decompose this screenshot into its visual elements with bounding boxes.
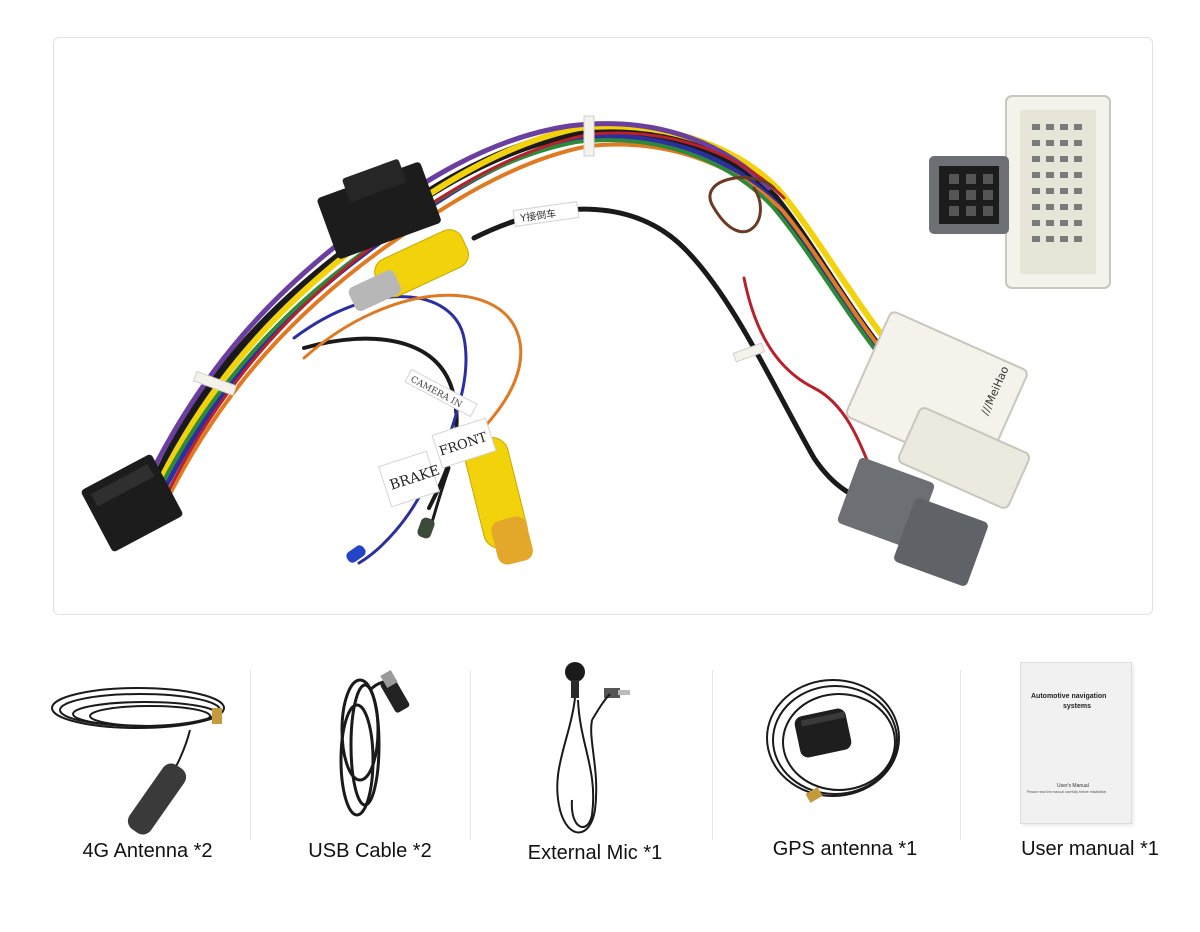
ground-terminal [417,517,435,539]
wiring-harness-illustration: BRAKE FRONT CAMERA IN Y接倒车 [81,95,1111,586]
usb-cable-icon [339,669,410,817]
accessory-external-mic: External Mic *1 [480,650,710,870]
front-tag: FRONT [431,417,497,469]
accessory-gps-antenna: GPS antenna *1 [725,650,965,870]
wiring-harness-photo: BRAKE FRONT CAMERA IN Y接倒车 [53,37,1153,615]
manual-title-line1: Automotive navigation [1031,693,1107,700]
brake-terminal [346,545,366,563]
manual-footer-line2: Please read the manual carefully before … [1027,790,1107,794]
accessory-user-manual: Automotive navigation systems User's Man… [995,650,1185,870]
separator [960,670,961,840]
cable-tie [583,115,595,157]
rca-connector-yellow-bottom [464,437,533,565]
separator [250,670,251,840]
grey-connector-bottom [837,457,988,586]
iso-connector-black [81,454,183,552]
gps-antenna-icon [766,679,900,803]
accessory-label: User manual *1 [1021,838,1159,860]
user-manual-icon: Automotive navigation systems User's Man… [1020,662,1132,824]
wire-bundle [141,121,908,565]
oem-connector-grey-small [929,156,1009,234]
accessory-usb-cable: USB Cable *2 [265,650,475,870]
oem-connector-white-harness: ///MeiHao [845,311,1031,509]
rca-connector-yellow-top [348,229,469,311]
accessory-label: External Mic *1 [527,842,663,864]
accessory-label: USB Cable *2 [308,840,432,862]
separator [712,670,713,840]
accessory-4g-antenna: 4G Antenna *2 [40,650,255,870]
y-tag: Y接倒车 [512,201,580,227]
brake-tag: BRAKE [378,450,442,508]
manual-title-line2: systems [1063,703,1092,710]
oem-connector-white-large [1005,95,1111,289]
external-mic-icon [556,662,630,834]
separator [470,670,471,840]
cable-tie [192,370,238,396]
manual-footer-line1: User's Manual [1057,783,1089,789]
inline-connector-black [317,159,441,259]
cable-tie [732,342,766,363]
accessory-label: GPS antenna *1 [772,838,918,860]
accessory-label: 4G Antenna *2 [82,840,213,862]
4g-antenna-icon [51,687,225,835]
